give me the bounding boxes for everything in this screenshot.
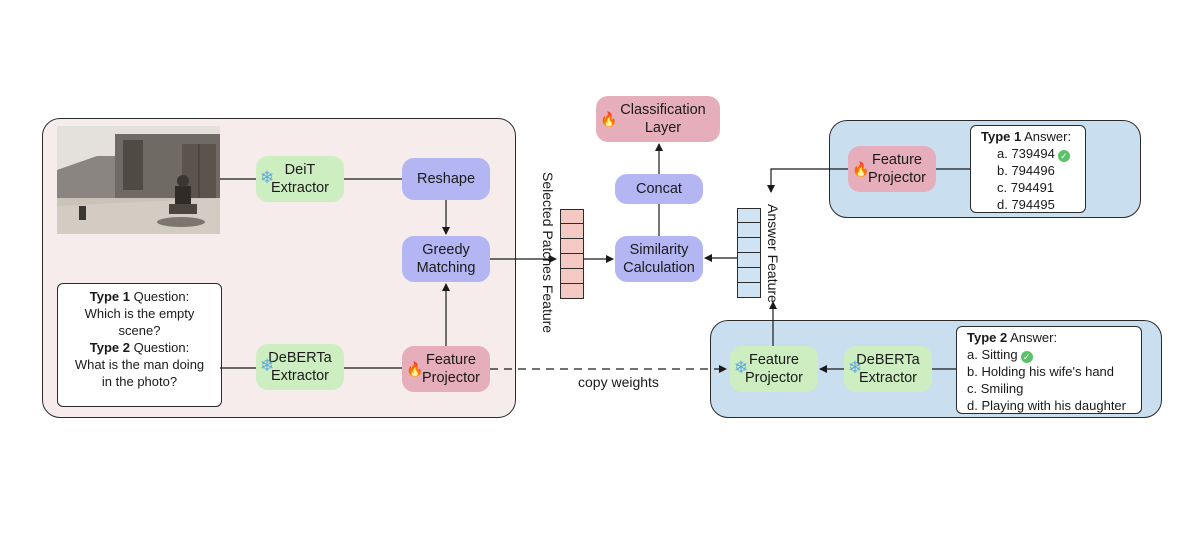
deberta-extractor-right: ❄ DeBERTa Extractor — [844, 346, 932, 392]
similarity-calculation-label: Similarity Calculation — [623, 242, 695, 276]
answer-option: c. Smiling — [967, 381, 1024, 396]
answer-option: c. 794491 — [997, 180, 1055, 195]
type1-answer-box: Type 1 Answer: a. 739494✓ b. 794496 c. 7… — [970, 125, 1086, 213]
answer-option: d. Playing with his daughter — [967, 398, 1126, 413]
answer-option: a. 739494✓ — [997, 145, 1085, 162]
question-box: Type 1 Question: Which is the empty scen… — [57, 283, 222, 407]
concat-label: Concat — [636, 181, 682, 197]
type2-answer-title: Type 2 Answer: — [967, 330, 1058, 345]
question-line: Which is the empty — [84, 306, 195, 321]
classification-layer-label: Classification Layer — [620, 102, 706, 136]
deit-extractor-label: DeiT Extractor — [270, 162, 329, 196]
question-line: Type 1 Question: — [89, 289, 190, 304]
feature-projector-top-right-label: Feature Projector — [867, 152, 927, 186]
question-line: What is the man doing — [74, 357, 205, 372]
selected-patches-feature-vector — [560, 209, 584, 299]
feature-projector-left: 🔥 Feature Projector — [402, 346, 490, 392]
feature-projector-left-label: Feature Projector — [421, 352, 481, 386]
fire-icon: 🔥 — [852, 161, 870, 177]
question-line: in the photo? — [101, 374, 178, 389]
classification-layer-node: 🔥 Classification Layer — [596, 96, 720, 142]
copy-weights-label: copy weights — [578, 374, 659, 390]
type2-answer-box: Type 2 Answer: a. Sitting✓ b. Holding hi… — [956, 326, 1142, 414]
check-icon: ✓ — [1020, 351, 1033, 363]
deberta-extractor-left-label: DeBERTa Extractor — [268, 350, 332, 384]
check-icon: ✓ — [1057, 150, 1070, 162]
feature-projector-bottom-right-label: Feature Projector — [744, 352, 804, 386]
similarity-calculation-node: Similarity Calculation — [615, 236, 703, 282]
answer-feature-vector — [737, 208, 761, 298]
type1-answer-title: Type 1 Answer: — [981, 129, 1072, 144]
question-line: Type 2 Question: — [89, 340, 190, 355]
greedy-matching-node: Greedy Matching — [402, 236, 490, 282]
concat-node: Concat — [615, 174, 703, 204]
deberta-extractor-right-label: DeBERTa Extractor — [856, 352, 920, 386]
snowflake-icon: ❄ — [260, 356, 275, 375]
answer-option: d. 794495 — [997, 197, 1055, 212]
feature-projector-top-right: 🔥 Feature Projector — [848, 146, 936, 192]
top-projector-to-answer-arrow — [767, 168, 848, 193]
feature-projector-bottom-right: ❄ Feature Projector — [730, 346, 818, 392]
deit-extractor: ❄ DeiT Extractor — [256, 156, 344, 202]
deberta-extractor-left: ❄ DeBERTa Extractor — [256, 344, 344, 390]
input-photo — [57, 126, 220, 234]
answer-option: b. 794496 — [997, 163, 1055, 178]
snowflake-icon: ❄ — [734, 358, 749, 377]
fire-icon: 🔥 — [600, 111, 618, 127]
fire-icon: 🔥 — [406, 361, 424, 377]
reshape-node: Reshape — [402, 158, 490, 200]
answer-option: a. Sitting✓ — [967, 346, 1141, 363]
answer-option: b. Holding his wife's hand — [967, 364, 1115, 379]
reshape-label: Reshape — [416, 171, 476, 187]
question-line: scene? — [118, 323, 161, 338]
snowflake-icon: ❄ — [260, 168, 275, 187]
greedy-matching-label: Greedy Matching — [416, 242, 476, 276]
snowflake-icon: ❄ — [848, 358, 863, 377]
